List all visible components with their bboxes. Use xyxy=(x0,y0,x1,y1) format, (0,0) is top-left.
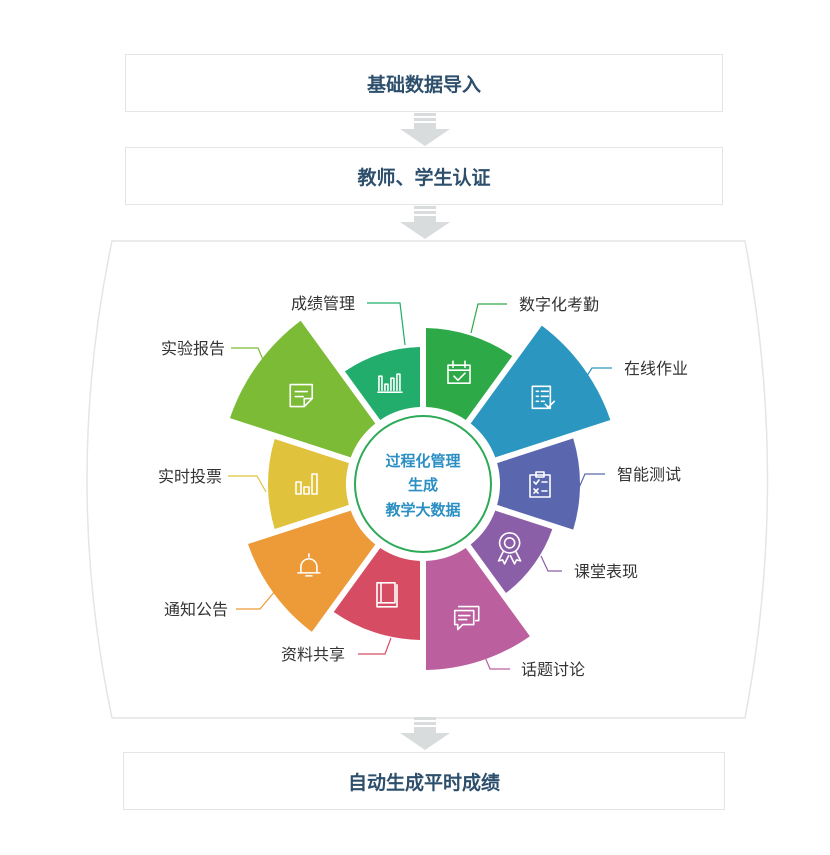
leader-line xyxy=(367,302,406,346)
center-line-1: 过程化管理 xyxy=(385,452,460,470)
down-arrow-icon xyxy=(400,113,450,146)
leader-line xyxy=(231,347,265,363)
bar-chart-icon xyxy=(295,473,318,495)
grade-chart-icon xyxy=(377,373,403,394)
segment-7 xyxy=(248,510,376,632)
clipboard-test-icon xyxy=(529,471,551,498)
leader-line xyxy=(236,589,277,610)
center-line-2: 生成 xyxy=(408,476,438,494)
step-label: 基础数据导入 xyxy=(366,73,481,96)
step-label: 教师、学生认证 xyxy=(357,166,491,189)
segment-2 xyxy=(470,325,611,458)
checklist-icon xyxy=(531,385,556,410)
segment-8 xyxy=(268,438,349,530)
segment-label: 资料共享 xyxy=(281,645,345,664)
segment-label: 实验报告 xyxy=(161,339,225,358)
step-import-basic-data: 基础数据导入 xyxy=(125,54,723,112)
leader-line xyxy=(582,367,612,383)
segment-label: 在线作业 xyxy=(624,359,688,378)
leader-line xyxy=(470,303,507,334)
segment-label: 话题讨论 xyxy=(521,660,585,679)
center-line-3: 教学大数据 xyxy=(384,501,460,519)
segment-3 xyxy=(497,438,581,530)
bell-icon xyxy=(297,553,321,577)
segment-label: 数字化考勤 xyxy=(519,295,599,314)
calendar-check-icon xyxy=(447,360,471,385)
award-ribbon-icon xyxy=(497,532,522,565)
down-arrow-icon xyxy=(400,717,450,750)
step-label: 自动生成平时成绩 xyxy=(347,771,500,794)
leader-line xyxy=(484,656,510,670)
note-icon xyxy=(289,383,314,408)
segment-1 xyxy=(425,328,513,420)
segment-label: 实时投票 xyxy=(158,467,222,486)
step-auto-generate-grades: 自动生成平时成绩 xyxy=(123,752,725,810)
book-icon xyxy=(376,581,398,608)
leader-line xyxy=(228,475,267,493)
leader-line xyxy=(358,637,392,655)
down-arrow-icon xyxy=(400,206,450,239)
step-teacher-student-auth: 教师、学生认证 xyxy=(125,147,723,205)
segment-label: 智能测试 xyxy=(617,465,681,484)
segment-label: 课堂表现 xyxy=(574,562,638,581)
chat-bubbles-icon xyxy=(453,605,480,631)
center-circle xyxy=(354,415,492,553)
leader-line xyxy=(577,473,605,491)
segment-label: 成绩管理 xyxy=(291,294,355,313)
leader-line xyxy=(540,555,562,572)
segment-9 xyxy=(229,320,376,458)
segment-label: 通知公告 xyxy=(164,600,228,619)
segment-4 xyxy=(470,510,553,594)
